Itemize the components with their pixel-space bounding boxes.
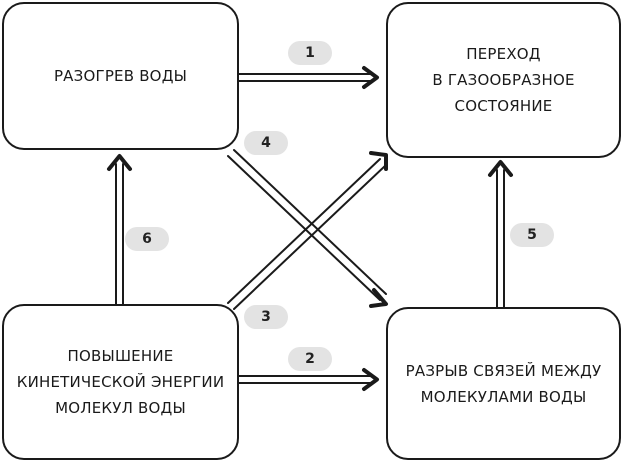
badge-6-label: 6 (142, 231, 152, 247)
box-bond-break: РАЗРЫВ СВЯЗЕЙ МЕЖДУ МОЛЕКУЛАМИ ВОДЫ (386, 307, 621, 460)
arrow-2 (238, 368, 379, 391)
badge-3: 3 (244, 305, 288, 329)
box-heating: РАЗОГРЕВ ВОДЫ (2, 2, 239, 150)
arrow-4 (227, 149, 388, 308)
box-kinetic-energy-label: ПОВЫШЕНИЕ КИНЕТИЧЕСКОЙ ЭНЕРГИИ МОЛЕКУЛ В… (16, 347, 225, 417)
arrow-6 (107, 154, 132, 305)
badge-6: 6 (125, 227, 169, 251)
box-gas-transition: ПЕРЕХОД В ГАЗООБРАЗНОЕ СОСТОЯНИЕ (386, 2, 621, 158)
badge-5: 5 (510, 223, 554, 247)
badge-1: 1 (288, 41, 332, 65)
arrow-3 (227, 151, 388, 310)
arrow-5 (488, 160, 513, 308)
box-kinetic-energy: ПОВЫШЕНИЕ КИНЕТИЧЕСКОЙ ЭНЕРГИИ МОЛЕКУЛ В… (2, 304, 239, 460)
box-gas-transition-label: ПЕРЕХОД В ГАЗООБРАЗНОЕ СОСТОЯНИЕ (432, 45, 575, 115)
badge-2: 2 (288, 347, 332, 371)
badge-5-label: 5 (527, 227, 537, 243)
badge-4-label: 4 (261, 135, 271, 151)
badge-1-label: 1 (305, 45, 315, 61)
arrow-1 (238, 66, 379, 89)
box-heating-label: РАЗОГРЕВ ВОДЫ (53, 67, 188, 85)
badge-4: 4 (244, 131, 288, 155)
badge-3-label: 3 (261, 309, 271, 325)
badge-2-label: 2 (305, 351, 315, 367)
box-bond-break-label: РАЗРЫВ СВЯЗЕЙ МЕЖДУ МОЛЕКУЛАМИ ВОДЫ (405, 361, 602, 406)
